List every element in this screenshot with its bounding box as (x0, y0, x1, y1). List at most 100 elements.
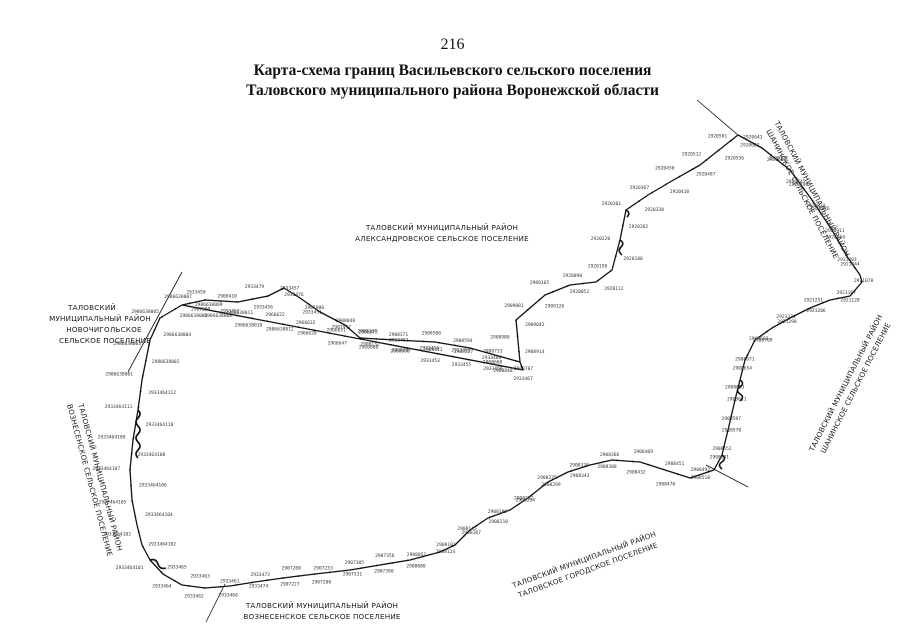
boundary-point-label: 2908531 (710, 454, 730, 460)
svg-text:МУНИЦИПАЛЬНЫЙ РАЙОН: МУНИЦИПАЛЬНЫЙ РАЙОН (49, 314, 151, 323)
boundary-point-label: 2933476 (284, 292, 304, 298)
boundary-point-marker (730, 415, 733, 418)
boundary-point-label: 2933464107 (92, 466, 120, 472)
boundary-point-marker (437, 551, 440, 554)
svg-text:ШАНИНСКОЕ СЕЛЬСКОЕ ПОСЕЛЕНИЕ: ШАНИНСКОЕ СЕЛЬСКОЕ ПОСЕЛЕНИЕ (819, 321, 893, 455)
boundary-point-label: 2908633 (725, 385, 745, 391)
boundary-point-marker (782, 163, 784, 166)
boundary-point-marker (189, 305, 192, 308)
boundary-point-label: 2908275 (537, 475, 557, 481)
boundary-point-label: 2933467 (513, 376, 533, 382)
boundary-point-label: 2907300 (191, 307, 211, 313)
boundary-point-marker (250, 581, 253, 584)
boundary-point-label: 2933464111 (105, 404, 133, 410)
boundary-point-label: 2908492 (691, 467, 711, 473)
boundary-point-label: 2908692 (749, 336, 769, 342)
boundary-point-marker (204, 308, 207, 311)
boundary-point-label: 2921003 (837, 257, 857, 263)
boundary-point-marker (677, 473, 680, 476)
boundary-point-marker (552, 290, 554, 293)
boundary-point-marker (807, 308, 809, 310)
boundary-point-marker (344, 569, 347, 572)
boundary-point-marker (280, 288, 283, 291)
boundary-point-marker (860, 280, 863, 283)
boundary-point-label: 2908848 (493, 368, 513, 374)
boundary-point-label: 2920832 (806, 203, 826, 209)
boundary-point-marker (141, 375, 144, 377)
neighbor-label-shaninskoe-east: ТАЛОВСКИЙ МУНИЦИПАЛЬНЫЙ РАЙОН ШАНИНСКОЕ … (807, 313, 893, 455)
boundary-point-label: 2908787 (514, 366, 534, 372)
map-title-line-2: Таловского муниципального района Воронеж… (246, 82, 659, 99)
boundary-point-label: 2908980 (490, 334, 510, 340)
boundary-point-label: 2933458 (451, 347, 471, 353)
boundary-point-label: 2920876 (810, 206, 830, 212)
boundary-point-label: 2908527 (454, 349, 474, 355)
boundary-point-marker (582, 282, 584, 285)
boundary-point-marker (307, 302, 310, 305)
boundary-point-label: 2920180 (623, 256, 643, 262)
boundary-point-label: 2986638003 (113, 341, 141, 347)
boundary-point-label: 2966651 (327, 328, 347, 334)
boundary-point-label: 2908594 (453, 338, 473, 344)
boundary-point-label: 2986638002 (152, 359, 180, 365)
boundary-point-marker (853, 266, 856, 269)
boundary-point-marker (266, 320, 269, 323)
boundary-point-marker (313, 329, 315, 332)
svg-text:ТАЛОВСКИЙ МУНИЦИПАЛЬНЫЙ РАЙОН: ТАЛОВСКИЙ МУНИЦИПАЛЬНЫЙ РАЙОН (510, 529, 657, 590)
boundary-point-marker (160, 571, 163, 574)
boundary-point-marker (422, 555, 424, 558)
boundary-point-label: 2908371 (389, 332, 409, 338)
boundary-point-marker (723, 445, 725, 448)
boundary-point-marker (556, 476, 558, 479)
boundary-point-marker (516, 335, 519, 337)
boundary-point-label: 2908388 (597, 464, 617, 470)
boundary-point-marker (499, 355, 502, 358)
boundary-point-marker (375, 341, 377, 343)
boundary-point-label: 2908914 (525, 349, 545, 355)
boundary-point-label: 2907305 (345, 560, 365, 566)
boundary-point-label: 2933462 (184, 593, 204, 599)
boundary-point-marker (137, 531, 140, 533)
boundary-point-label: 2920798 (789, 182, 809, 188)
boundary-point-label: 2986638004 (164, 332, 192, 338)
boundary-point-label: 2986638005 (131, 309, 159, 315)
boundary-point-label: 2933479 (245, 284, 265, 290)
boundary-point-label: 2933464 (152, 583, 172, 589)
boundary-point-marker (219, 585, 222, 588)
boundary-point-label: 2908441 (423, 347, 443, 353)
boundary-point-marker (638, 200, 640, 203)
boundary-point-marker (135, 421, 137, 424)
boundary-point-marker (422, 340, 425, 343)
boundary-point-label: 2933452 (389, 338, 409, 344)
boundary-point-label: 2933474 (249, 584, 269, 590)
boundary-point-label: 2909081 (504, 303, 524, 309)
boundary-point-label: 2933453 (421, 358, 441, 364)
boundary-point-marker (251, 298, 254, 301)
boundary-point-marker (454, 344, 456, 347)
boundary-point-label: 2933464106 (139, 482, 167, 488)
boundary-point-marker (726, 430, 729, 433)
boundary-point-label: 2908500 (422, 330, 442, 336)
boundary-point-marker (282, 323, 284, 326)
boundary-point-label: 2920536 (725, 156, 745, 162)
svg-text:ТАЛОВСКОЕ ГОРОДСКОЕ ПОСЕЛЕНИЕ: ТАЛОВСКОЕ ГОРОДСКОЕ ПОСЕЛЕНИЕ (516, 540, 659, 599)
boundary-point-marker (821, 302, 824, 304)
boundary-point-marker (139, 390, 142, 393)
boundary-point-marker (521, 366, 523, 369)
boundary-point-marker (570, 470, 573, 472)
boundary-point-label: 2907980 (305, 305, 325, 311)
boundary-point-label: 2986638010 (235, 323, 263, 329)
boundary-point-marker (614, 255, 617, 258)
boundary-point-marker (130, 453, 133, 455)
boundary-point-marker (436, 352, 439, 355)
boundary-point-marker (188, 302, 191, 305)
boundary-point-label: 2966622 (265, 312, 285, 318)
boundary-point-marker (530, 494, 533, 497)
boundary-point-label: 2920301 (602, 201, 622, 207)
boundary-point-label: 2908709 (753, 337, 773, 343)
boundary-point-marker (515, 360, 517, 362)
boundary-point-label: 2920367 (630, 185, 650, 191)
boundary-point-marker (204, 299, 207, 301)
boundary-point-label: 2986638012 (266, 327, 294, 333)
boundary-point-marker (294, 294, 297, 296)
